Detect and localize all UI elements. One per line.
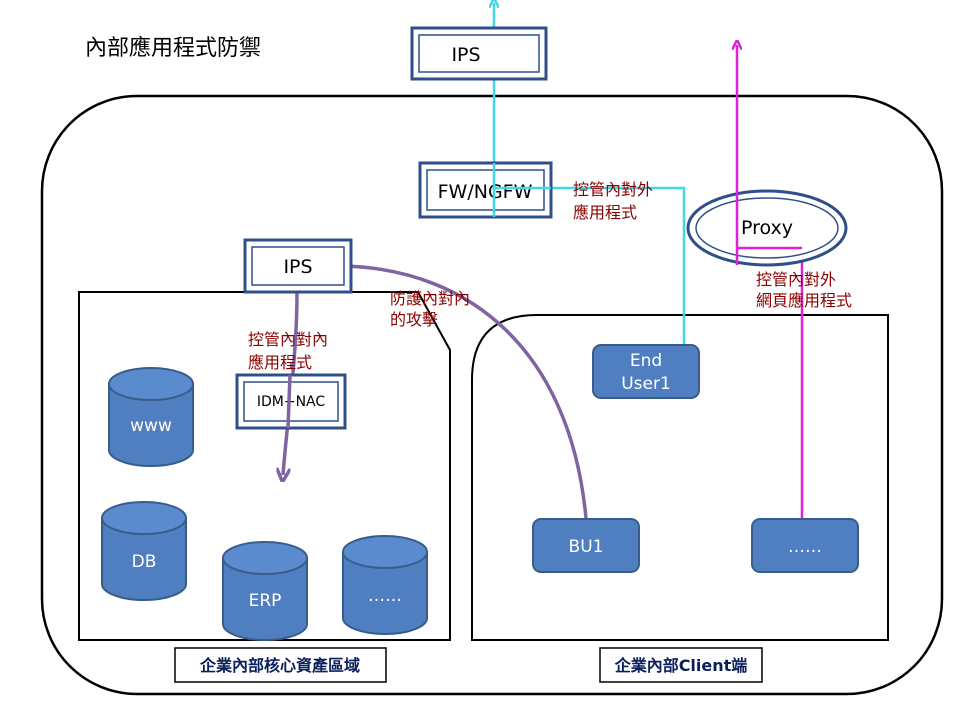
client-more-label: …… xyxy=(788,537,822,557)
fw-annotation-line1: 控管內對外 xyxy=(573,180,653,199)
ips-annotation-line1: 防護內對內 xyxy=(390,289,470,308)
bu1-label: BU1 xyxy=(569,537,604,557)
enterprise-boundary xyxy=(40,94,944,696)
purple-through-idm xyxy=(286,374,292,429)
idm-annotation-line2: 應用程式 xyxy=(248,353,312,372)
core-zone-label: 企業內部核心資產區域 xyxy=(199,656,360,675)
client-zone-label-box: 企業內部Client端 xyxy=(599,647,763,683)
bu1-node: BU1 xyxy=(532,518,640,573)
db-database: DB xyxy=(101,501,187,601)
proxy-label: Proxy xyxy=(741,217,793,239)
ips-annotation-line2: 的攻擊 xyxy=(390,310,438,329)
fw-ngfw-box: FW/NGFW xyxy=(418,161,553,219)
www-database: www xyxy=(108,367,194,467)
ips-inner-label: IPS xyxy=(283,256,312,278)
idm-nac-label: IDM+NAC xyxy=(257,394,326,410)
proxy-annotation-line1: 控管內對外 xyxy=(756,270,836,289)
more-db-label: …… xyxy=(368,586,402,606)
www-label: www xyxy=(130,416,172,436)
end-user-label-line2: User1 xyxy=(621,374,671,394)
db-label: DB xyxy=(132,552,157,572)
end-user-label-line1: End xyxy=(630,351,662,371)
ips-top-box: IPS xyxy=(410,26,548,81)
cyan-egress-path xyxy=(494,3,686,346)
fw-annotation-line2: 應用程式 xyxy=(573,203,637,222)
proxy-node: Proxy xyxy=(686,189,848,267)
idm-annotation-line1: 控管內對內 xyxy=(248,330,328,349)
proxy-annotation-line2: 網頁應用程式 xyxy=(756,291,852,310)
diagram-title: 內部應用程式防禦 xyxy=(85,35,261,61)
purple-attack-path xyxy=(344,264,588,519)
client-zone-label: 企業內部Client端 xyxy=(614,656,748,675)
ips-top-label: IPS xyxy=(451,44,480,66)
end-user-node: End User1 xyxy=(592,344,700,399)
fw-ngfw-label: FW/NGFW xyxy=(438,181,533,203)
client-more-node: …… xyxy=(751,518,859,573)
more-database: …… xyxy=(342,535,428,635)
erp-label: ERP xyxy=(249,591,282,611)
core-zone-label-box: 企業內部核心資產區域 xyxy=(174,647,387,683)
ips-inner-box: IPS xyxy=(243,238,353,294)
erp-database: ERP xyxy=(222,541,308,641)
